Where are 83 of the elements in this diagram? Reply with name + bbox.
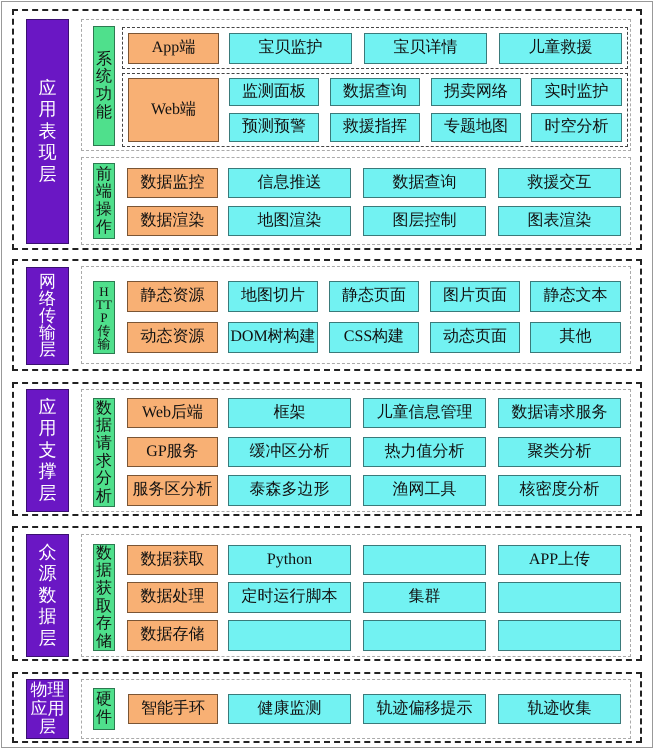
group-frame bbox=[122, 73, 628, 147]
item-box: 缓冲区分析 bbox=[228, 437, 351, 467]
item-box: 渔网工具 bbox=[363, 475, 486, 506]
item-box: 时空分析 bbox=[531, 113, 622, 142]
item-box: 地图切片 bbox=[228, 281, 318, 312]
category-box: 数据处理 bbox=[127, 582, 218, 613]
item-box: 图层控制 bbox=[363, 206, 486, 236]
category-box: 数据监控 bbox=[127, 168, 218, 198]
item-box: 监测面板 bbox=[229, 78, 319, 106]
category-box: 静态资源 bbox=[127, 281, 218, 312]
group-label: HTTP传输 bbox=[93, 281, 115, 354]
item-box bbox=[363, 620, 486, 651]
layer-frame bbox=[12, 672, 642, 743]
item-box: 静态页面 bbox=[329, 281, 419, 312]
item-box: 宝贝详情 bbox=[364, 33, 487, 64]
layer-frame bbox=[12, 259, 642, 371]
layer-label: 物理应用层 bbox=[26, 679, 69, 739]
category-box: Web端 bbox=[128, 78, 219, 142]
group-frame bbox=[122, 27, 628, 69]
item-box bbox=[228, 620, 351, 651]
item-box: 轨迹偏移提示 bbox=[363, 694, 486, 724]
item-box: 数据查询 bbox=[330, 78, 420, 106]
category-box: 数据获取 bbox=[127, 545, 218, 575]
item-box bbox=[498, 620, 621, 651]
category-box: 数据存储 bbox=[127, 620, 218, 651]
item-box: 其他 bbox=[530, 322, 621, 353]
item-box: 定时运行脚本 bbox=[228, 582, 351, 613]
group-frame bbox=[81, 679, 631, 739]
item-box: 数据查询 bbox=[363, 168, 486, 198]
item-box: 救援指挥 bbox=[330, 113, 420, 142]
item-box: DOM树构建 bbox=[228, 322, 318, 353]
item-box: APP上传 bbox=[498, 545, 621, 575]
category-box: Web后端 bbox=[127, 398, 218, 428]
item-box: CSS构建 bbox=[329, 322, 419, 353]
item-box: 救援交互 bbox=[498, 168, 621, 198]
group-label: 数据请求分析 bbox=[93, 398, 115, 507]
layer-frame bbox=[12, 526, 642, 661]
item-box: 宝贝监护 bbox=[229, 33, 352, 64]
layer-label: 网络传输层 bbox=[26, 267, 69, 365]
item-box: 图片页面 bbox=[430, 281, 520, 312]
group-frame bbox=[81, 389, 631, 512]
item-box: 图表渲染 bbox=[498, 206, 621, 236]
group-frame bbox=[81, 19, 631, 151]
layer-label: 应用支撑层 bbox=[26, 389, 69, 512]
layer-label: 众源数据层 bbox=[26, 534, 69, 657]
item-box: 泰森多边形 bbox=[228, 475, 351, 506]
layer-label: 应用表现层 bbox=[26, 19, 69, 244]
category-box: GP服务 bbox=[127, 437, 218, 467]
item-box: 健康监测 bbox=[228, 694, 351, 724]
group-label: 前端操作 bbox=[93, 163, 115, 239]
category-box: 数据渲染 bbox=[127, 206, 218, 236]
category-box: 智能手环 bbox=[128, 694, 218, 724]
item-box: 儿童救援 bbox=[499, 33, 622, 64]
item-box: 核密度分析 bbox=[498, 475, 621, 506]
item-box: 聚类分析 bbox=[498, 437, 621, 467]
item-box: 动态页面 bbox=[430, 322, 520, 353]
item-box: Python bbox=[228, 545, 351, 575]
group-frame bbox=[81, 266, 631, 364]
item-box: 数据请求服务 bbox=[498, 398, 621, 428]
item-box: 拐卖网络 bbox=[431, 78, 521, 106]
item-box: 框架 bbox=[228, 398, 351, 428]
layer-frame bbox=[12, 9, 642, 250]
group-label: 硬件 bbox=[93, 688, 115, 730]
item-box: 信息推送 bbox=[228, 168, 351, 198]
item-box bbox=[363, 545, 486, 575]
group-frame bbox=[81, 534, 631, 657]
category-box: App端 bbox=[128, 33, 219, 64]
item-box: 预测预警 bbox=[229, 113, 319, 142]
item-box: 轨迹收集 bbox=[498, 694, 621, 724]
group-label: 数据获取存储 bbox=[93, 544, 115, 651]
item-box bbox=[498, 582, 621, 613]
item-box: 静态文本 bbox=[530, 281, 621, 312]
item-box: 集群 bbox=[363, 582, 486, 613]
category-box: 服务区分析 bbox=[127, 475, 218, 506]
item-box: 热力值分析 bbox=[363, 437, 486, 467]
item-box: 专题地图 bbox=[431, 113, 521, 142]
item-box: 儿童信息管理 bbox=[363, 398, 486, 428]
layer-frame bbox=[12, 382, 642, 516]
category-box: 动态资源 bbox=[127, 322, 218, 353]
group-frame bbox=[81, 157, 631, 245]
item-box: 实时监护 bbox=[531, 78, 622, 106]
group-label: 系统功能 bbox=[93, 26, 115, 146]
item-box: 地图渲染 bbox=[228, 206, 351, 236]
